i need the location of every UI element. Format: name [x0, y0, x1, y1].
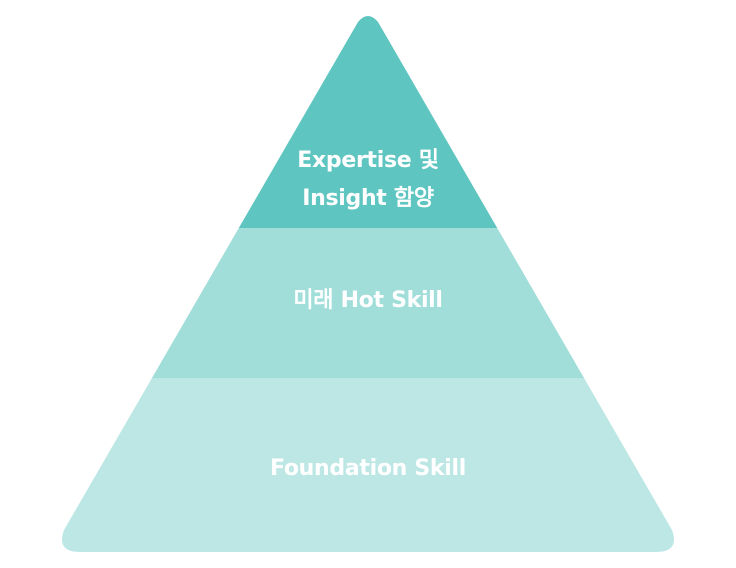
- tier-top-label: Expertise 및 Insight 함양: [0, 142, 736, 218]
- tier-middle-label-line-1: 미래 Hot Skill: [293, 288, 443, 313]
- tier-top-label-line-2: Insight 함양: [302, 186, 434, 211]
- pyramid-tier-bottom: [62, 378, 674, 552]
- tier-bottom-label-line-1: Foundation Skill: [270, 456, 466, 481]
- tier-middle-label: 미래 Hot Skill: [0, 282, 736, 320]
- tier-bottom-label: Foundation Skill: [0, 450, 736, 488]
- tier-top-label-line-1: Expertise 및: [297, 148, 439, 173]
